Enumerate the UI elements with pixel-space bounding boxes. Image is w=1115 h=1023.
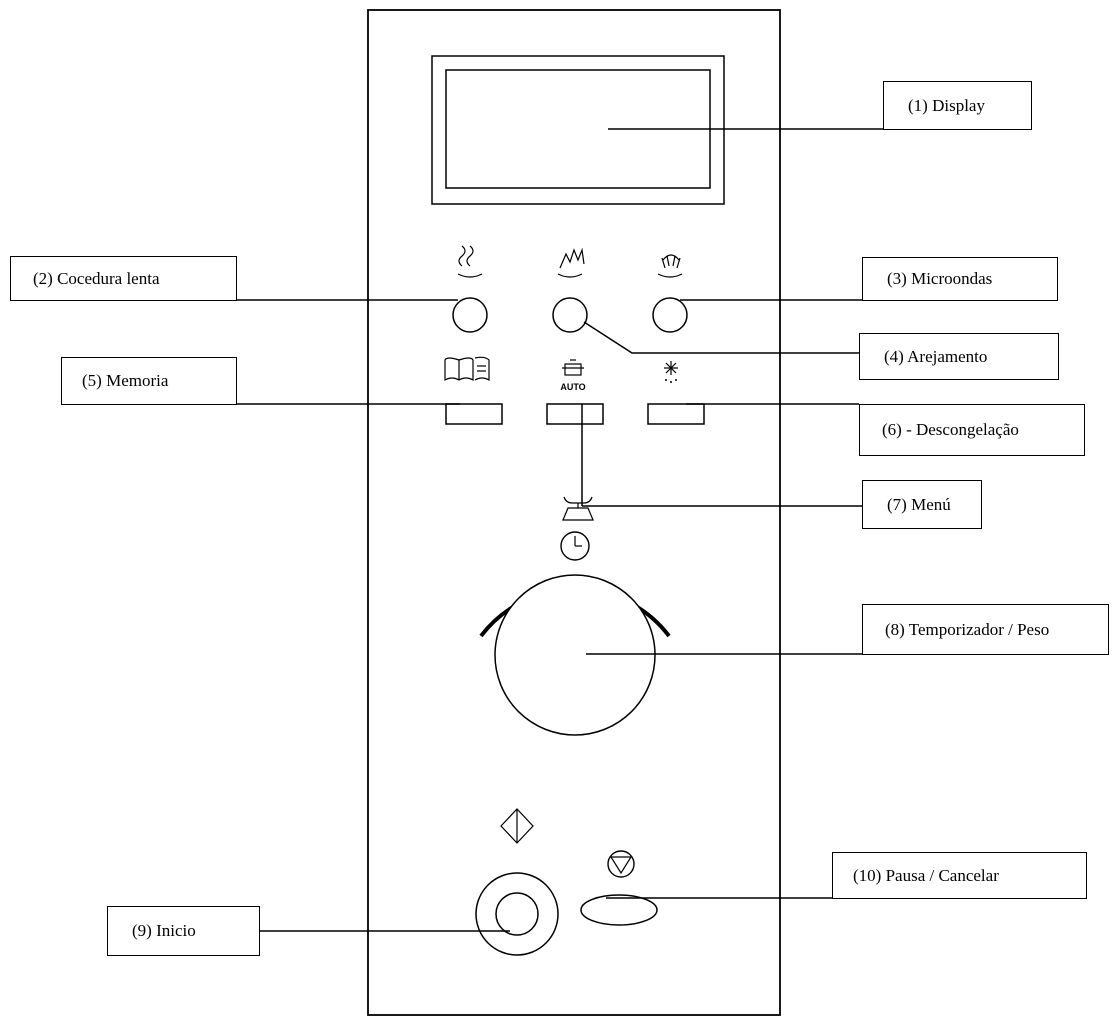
callout-microwave-label: (3) Microondas (887, 269, 993, 288)
cooling-button[interactable] (552, 297, 588, 333)
recipe-book-icon (444, 356, 490, 382)
callout-defrost: (6) - Descongelação (859, 404, 1085, 456)
callout-cooling: (4) Arejamento (859, 333, 1059, 380)
steam-icon (457, 245, 483, 278)
timer-weight-dial[interactable] (494, 574, 656, 736)
clock-icon (560, 531, 590, 561)
snowflake-icon (664, 361, 678, 383)
callout-microwave: (3) Microondas (862, 257, 1058, 301)
microwave-button[interactable] (652, 297, 688, 333)
auto-label: AUTO (560, 382, 585, 392)
slow-cook-button[interactable] (452, 297, 488, 333)
callout-slow-cook-label: (2) Cocedura lenta (33, 268, 160, 288)
callout-start-label: (9) Inicio (132, 921, 196, 940)
panel-outline (367, 9, 781, 1016)
callout-memory-label: (5) Memoria (82, 371, 169, 390)
callout-menu: (7) Menú (862, 480, 982, 529)
callout-timer-weight: (8) Temporizador / Peso (862, 604, 1109, 655)
callout-cooling-label: (4) Arejamento (884, 346, 988, 366)
callout-timer-weight-label: (8) Temporizador / Peso (885, 619, 1050, 639)
callout-menu-label: (7) Menú (887, 494, 951, 514)
stop-triangle-icon (607, 850, 635, 878)
leader-cooling (583, 321, 859, 354)
callout-display: (1) Display (883, 81, 1032, 130)
callout-pause-cancel-label: (10) Pausa / Cancelar (853, 865, 999, 885)
scale-icon (562, 496, 594, 521)
start-diamond-icon (500, 808, 534, 844)
callout-defrost-label: (6) - Descongelação (882, 420, 1019, 439)
callout-display-label: (1) Display (908, 95, 985, 115)
microwave-icon (657, 254, 683, 278)
callout-pause-cancel: (10) Pausa / Cancelar (832, 852, 1087, 899)
grill-icon (557, 247, 585, 278)
auto-menu-button[interactable] (546, 403, 604, 425)
start-button[interactable] (475, 872, 559, 956)
pause-cancel-button[interactable] (580, 894, 658, 926)
callout-start: (9) Inicio (107, 906, 260, 956)
auto-pot-icon: AUTO (560, 359, 586, 392)
callout-memory: (5) Memoria (61, 357, 237, 405)
memory-button[interactable] (445, 403, 503, 425)
defrost-button[interactable] (647, 403, 705, 425)
callout-slow-cook: (2) Cocedura lenta (10, 256, 237, 301)
